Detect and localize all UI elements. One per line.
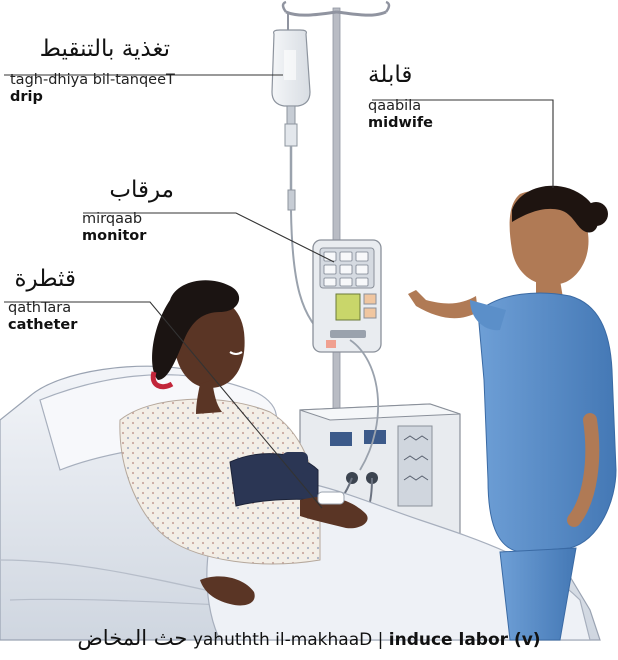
- caption-translit: yahuthth il-makhaaD: [193, 630, 372, 650]
- label-midwife-arabic: قابلة: [368, 62, 436, 88]
- label-drip: تغذية بالتنقيط tagh-dhiya bil-tanqeeT dr…: [10, 36, 200, 106]
- label-catheter-translit: qathTara: [8, 300, 148, 317]
- label-monitor-translit: mirqaab: [82, 211, 222, 228]
- label-midwife: قابلة qaabila midwife: [368, 62, 528, 132]
- label-monitor-arabic: مرقاب: [82, 177, 174, 203]
- label-midwife-translit: qaabila: [368, 98, 528, 115]
- label-catheter: قثطرة qathTara catheter: [8, 266, 148, 334]
- label-monitor-english: monitor: [82, 228, 222, 245]
- caption: حث المخاض yahuthth il-makhaaD | induce l…: [0, 626, 618, 656]
- label-drip-arabic: تغذية بالتنقيط: [10, 36, 170, 62]
- caption-separator: |: [378, 630, 384, 650]
- label-drip-translit: tagh-dhiya bil-tanqeeT: [10, 72, 200, 89]
- label-midwife-english: midwife: [368, 115, 528, 132]
- label-catheter-english: catheter: [8, 317, 148, 334]
- label-catheter-arabic: قثطرة: [8, 266, 76, 292]
- caption-english: induce labor (v): [389, 630, 541, 650]
- caption-arabic: حث المخاض: [77, 626, 187, 650]
- label-drip-english: drip: [10, 89, 200, 106]
- label-monitor: مرقاب mirqaab monitor: [82, 177, 222, 245]
